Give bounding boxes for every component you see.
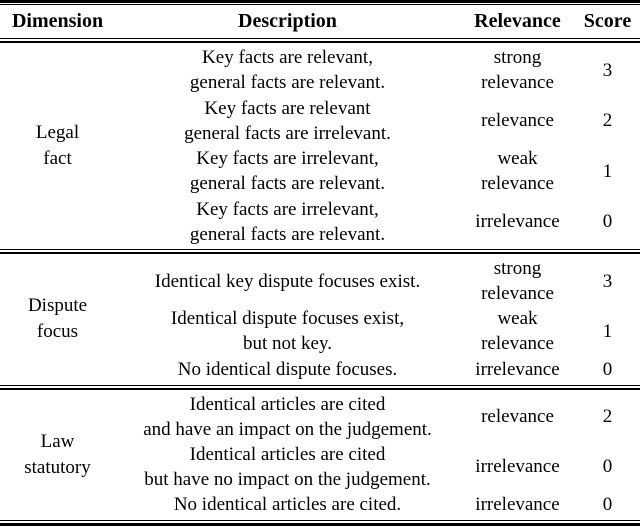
section-law-statutory: Law statutory Identical articles are cit…: [0, 390, 640, 520]
description-cell: No identical articles are cited.: [173, 494, 402, 516]
col-header-score: Score: [583, 10, 632, 32]
description-cell: Identical dispute focuses exist, but not…: [170, 308, 405, 355]
section-rule-thin: [0, 384, 640, 386]
section-rule-med: [0, 252, 640, 255]
relevance-cell: relevance: [481, 110, 554, 132]
table-rule-gap: [0, 521, 640, 523]
table-row: Identical dispute focuses exist, but not…: [115, 306, 640, 356]
table-rule-top-thick: [0, 0, 640, 3]
score-cell: 0: [602, 494, 613, 516]
section-legal-fact: Legal fact Key facts are relevant, gener…: [0, 43, 640, 249]
description-cell: Key facts are relevant, general facts ar…: [189, 47, 386, 94]
description-cell: Key facts are irrelevant, general facts …: [189, 148, 386, 195]
description-cell: Identical articles are cited but have no…: [144, 443, 431, 490]
dimension-cell: Legal fact: [35, 122, 80, 170]
section-rule-med: [0, 387, 640, 390]
description-cell: No identical dispute focuses.: [177, 358, 398, 380]
relevance-cell: weak relevance: [481, 308, 554, 355]
col-header-dimension: Dimension: [11, 10, 104, 32]
table-rule-gap: [0, 250, 640, 253]
description-cell: Identical articles are cited and have an…: [143, 393, 432, 440]
relevance-cell: irrelevance: [475, 456, 560, 478]
table-row: Key facts are irrelevant, general facts …: [115, 197, 640, 248]
score-cell: 0: [602, 211, 613, 233]
col-header-relevance: Relevance: [474, 10, 561, 32]
description-cell: Key facts are irrelevant, general facts …: [189, 198, 386, 245]
relevance-cell: relevance: [481, 406, 554, 428]
score-cell: 1: [602, 320, 613, 342]
table-rule-top-thin: [0, 4, 640, 5]
section-rows: Identical key dispute focuses exist. str…: [115, 254, 640, 384]
table-row: Identical articles are cited and have an…: [115, 392, 640, 442]
section-dispute-focus: Dispute focus Identical key dispute focu…: [0, 254, 640, 384]
relevance-cell: irrelevance: [475, 211, 560, 233]
relevance-cell: weak relevance: [481, 148, 554, 195]
score-cell: 0: [602, 456, 613, 478]
table-rule-bottom-thin: [0, 520, 640, 521]
relevance-cell: strong relevance: [481, 258, 554, 305]
relevance-cell: irrelevance: [475, 494, 560, 516]
score-cell: 0: [602, 358, 613, 380]
table-row: Key facts are relevant, general facts ar…: [115, 45, 640, 96]
table-rule-bottom-thick: [0, 523, 640, 526]
table-row: No identical articles are cited. irrelev…: [115, 492, 640, 518]
table-row: No identical dispute focuses. irrelevanc…: [115, 356, 640, 382]
header-rule-thin: [0, 38, 640, 39]
dimension-cell: Dispute focus: [27, 295, 88, 343]
section-rule-thin: [0, 249, 640, 251]
table-rule-gap: [0, 39, 640, 41]
score-cell: 3: [602, 59, 613, 81]
table-header-row: Dimension Description Relevance Score: [0, 5, 640, 38]
section-rows: Key facts are relevant, general facts ar…: [115, 43, 640, 249]
dimension-cell: Law statutory: [24, 430, 91, 478]
score-cell: 3: [602, 270, 613, 292]
table-row: Identical key dispute focuses exist. str…: [115, 256, 640, 306]
table-rule-gap: [0, 385, 640, 388]
relevance-cell: irrelevance: [475, 358, 560, 380]
score-cell: 2: [602, 406, 613, 428]
score-cell: 2: [602, 110, 613, 132]
description-cell: Identical key dispute focuses exist.: [154, 270, 421, 292]
col-header-description: Description: [238, 10, 337, 32]
description-cell: Key facts are relevant general facts are…: [184, 97, 391, 144]
relevance-cell: strong relevance: [481, 47, 554, 94]
table-rule-gap: [0, 3, 640, 4]
table-row: Key facts are relevant general facts are…: [115, 96, 640, 147]
table-row: Key facts are irrelevant, general facts …: [115, 146, 640, 197]
section-rows: Identical articles are cited and have an…: [115, 390, 640, 520]
header-rule-med: [0, 41, 640, 43]
table-row: Identical articles are cited but have no…: [115, 442, 640, 492]
score-cell: 1: [602, 160, 613, 182]
